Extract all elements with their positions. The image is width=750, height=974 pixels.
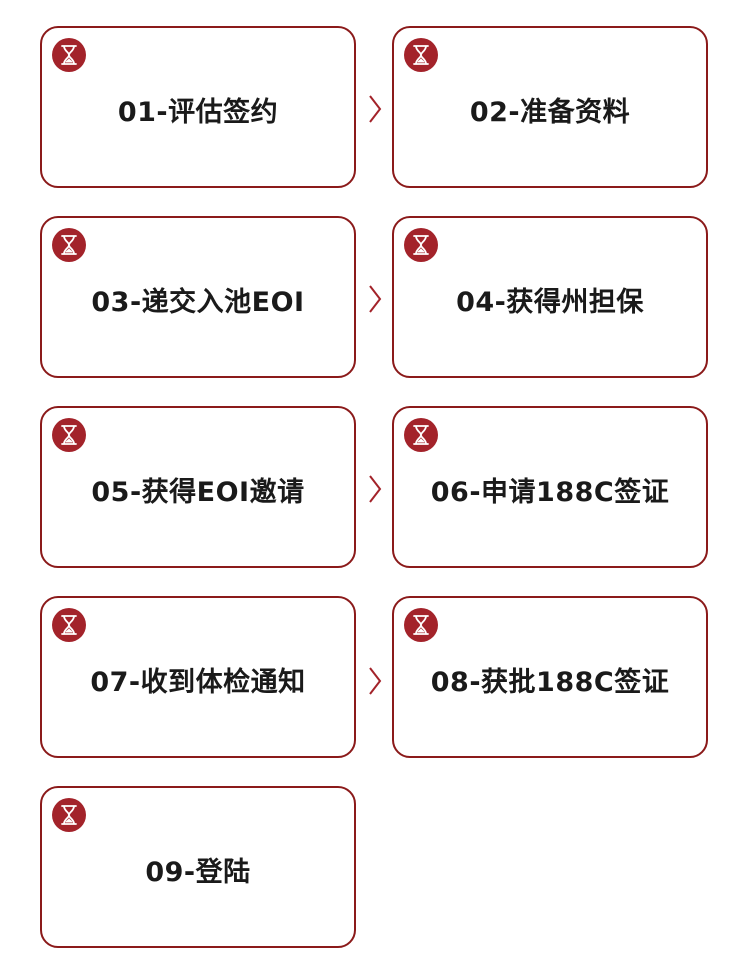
step-label: 07-收到体检通知 <box>90 667 306 698</box>
hourglass-icon <box>404 418 438 452</box>
step-card-01: 01-评估签约 <box>40 26 356 188</box>
step-card-06: 06-申请188C签证 <box>392 406 708 568</box>
step-card-03: 03-递交入池EOI <box>40 216 356 378</box>
hourglass-icon <box>52 798 86 832</box>
hourglass-icon <box>52 228 86 262</box>
step-label: 05-获得EOI邀请 <box>91 477 305 508</box>
step-label: 01-评估签约 <box>117 97 279 128</box>
step-label: 08-获批188C签证 <box>430 667 670 698</box>
hourglass-icon <box>52 608 86 642</box>
hourglass-icon <box>404 228 438 262</box>
hourglass-icon <box>52 38 86 72</box>
step-card-05: 05-获得EOI邀请 <box>40 406 356 568</box>
step-label: 02-准备资料 <box>469 97 631 128</box>
hourglass-icon <box>404 608 438 642</box>
chevron-right-icon <box>368 284 382 314</box>
step-label: 09-登陆 <box>145 857 251 888</box>
chevron-right-icon <box>368 474 382 504</box>
chevron-right-icon <box>368 94 382 124</box>
hourglass-icon <box>52 418 86 452</box>
step-label: 03-递交入池EOI <box>91 287 305 318</box>
chevron-right-icon <box>368 666 382 696</box>
step-card-02: 02-准备资料 <box>392 26 708 188</box>
step-card-09: 09-登陆 <box>40 786 356 948</box>
step-card-07: 07-收到体检通知 <box>40 596 356 758</box>
step-card-08: 08-获批188C签证 <box>392 596 708 758</box>
step-label: 06-申请188C签证 <box>430 477 670 508</box>
hourglass-icon <box>404 38 438 72</box>
step-label: 04-获得州担保 <box>456 287 644 318</box>
step-card-04: 04-获得州担保 <box>392 216 708 378</box>
